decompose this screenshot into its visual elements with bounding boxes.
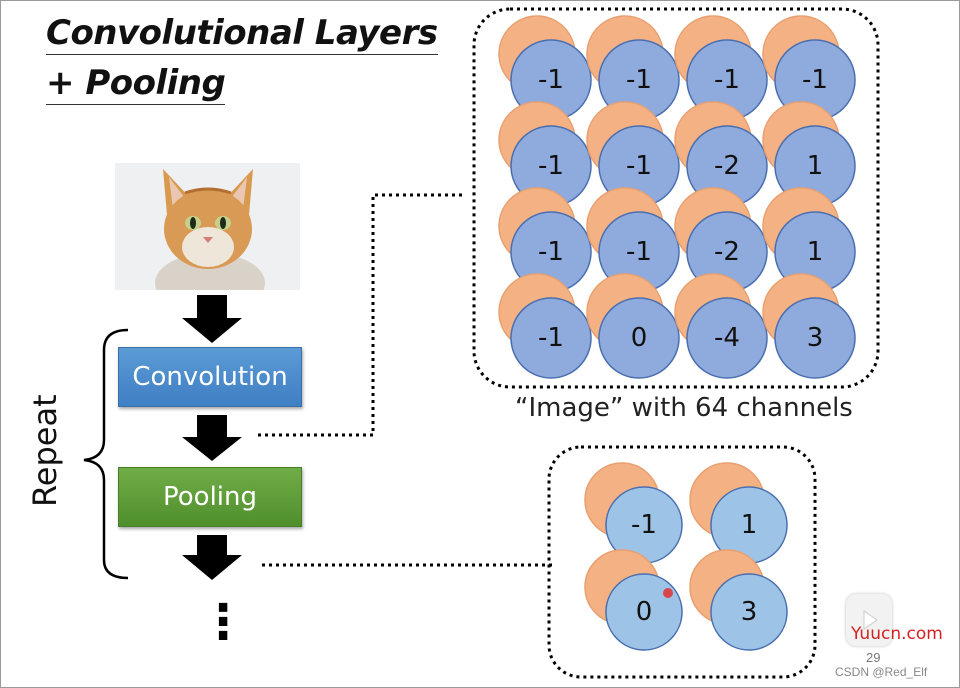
conv-value: -1 <box>626 151 652 181</box>
repeat-label: Repeat <box>26 394 64 507</box>
conv-value: -2 <box>714 237 740 267</box>
brace-icon <box>83 328 129 580</box>
grid-caption: “Image” with 64 channels <box>515 393 853 423</box>
conv-value: -1 <box>626 237 652 267</box>
pool-value: -1 <box>631 510 657 540</box>
ellipsis: ⋮ <box>199 594 247 650</box>
pool-value: 1 <box>740 510 758 540</box>
conv-value: -1 <box>538 323 564 353</box>
conv-value: 1 <box>806 151 824 181</box>
conv-value: 3 <box>806 323 824 353</box>
page-number: 29 <box>866 650 881 665</box>
dotted-connector <box>258 193 466 437</box>
conv-value: -2 <box>714 151 740 181</box>
convolution-block: Convolution <box>118 347 302 407</box>
logo-text: Yuucn.com <box>851 624 943 644</box>
down-arrow-icon <box>182 295 242 343</box>
channel-front-circle <box>598 297 680 379</box>
conv-value: -1 <box>538 151 564 181</box>
conv-value: -4 <box>714 323 740 353</box>
conv-value: -1 <box>714 65 740 95</box>
conv-value: -1 <box>626 65 652 95</box>
conv-value: 0 <box>630 323 648 353</box>
cat-photo <box>115 163 300 290</box>
conv-value: -1 <box>538 237 564 267</box>
cursor-dot <box>663 588 673 598</box>
slide-title-line1: Convolutional Layers <box>46 13 438 55</box>
conv-value: 1 <box>806 237 824 267</box>
pool-value: 3 <box>740 597 758 627</box>
channel-front-circle <box>774 297 856 379</box>
down-arrow-icon <box>182 535 242 580</box>
conv-output-box <box>472 7 880 389</box>
channel-front-circle <box>510 297 592 379</box>
logo-badge <box>846 594 892 646</box>
play-icon <box>863 610 878 630</box>
pool-output-box <box>547 445 817 679</box>
watermark: CSDN @Red_Elf <box>835 665 928 679</box>
pooled-front-circle <box>710 573 788 651</box>
conv-value: -1 <box>538 65 564 95</box>
pooling-block: Pooling <box>118 467 302 527</box>
channel-front-circle <box>686 297 768 379</box>
slide-title-line2: + Pooling <box>46 63 226 105</box>
pool-value: 0 <box>635 597 653 627</box>
conv-value: -1 <box>802 65 828 95</box>
down-arrow-icon <box>182 415 242 461</box>
